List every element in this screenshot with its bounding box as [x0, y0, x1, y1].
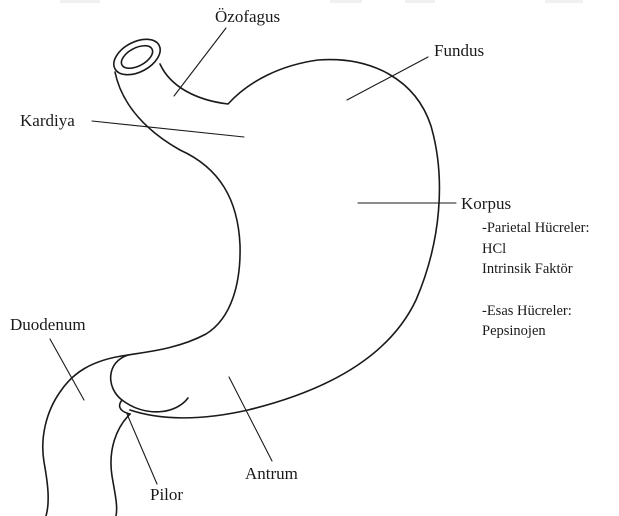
kardiya-leader	[92, 121, 244, 137]
stomach-lesser-curvature	[115, 72, 240, 355]
labels: Özofagus Fundus Kardiya Korpus Duodenum …	[10, 7, 511, 504]
note-esas-item-pepsinojen: Pepsinojen	[482, 323, 546, 339]
stomach-outline	[43, 32, 440, 516]
esophagus-lumen	[118, 41, 156, 73]
label-kardiya: Kardiya	[20, 111, 75, 130]
note-parietal-title: -Parietal Hücreler:	[482, 220, 589, 236]
ozofagus-leader	[174, 28, 226, 96]
label-korpus: Korpus	[461, 194, 511, 213]
pylorus-bulb	[111, 355, 188, 412]
leader-lines	[50, 28, 456, 484]
note-parietal-item-hcl: HCl	[482, 241, 506, 257]
note-parietal-item-intrinsic: Intrinsik Faktör	[482, 261, 573, 277]
esophagus-opening	[108, 32, 166, 82]
top-edge-bars	[60, 0, 583, 3]
duodenum-leader	[50, 339, 84, 400]
label-fundus: Fundus	[434, 41, 484, 60]
label-antrum: Antrum	[245, 464, 298, 483]
pilor-leader	[127, 414, 157, 484]
duodenum-inner-wall	[111, 414, 130, 516]
label-pilor: Pilor	[150, 485, 183, 504]
label-duodenum: Duodenum	[10, 315, 86, 334]
stomach-greater-curvature	[130, 60, 439, 418]
antrum-leader	[229, 377, 272, 461]
korpus-notes: -Parietal Hücreler: HCl Intrinsik Faktör…	[482, 220, 589, 339]
label-ozofagus: Özofagus	[215, 7, 280, 26]
note-esas-title: -Esas Hücreler:	[482, 303, 572, 319]
